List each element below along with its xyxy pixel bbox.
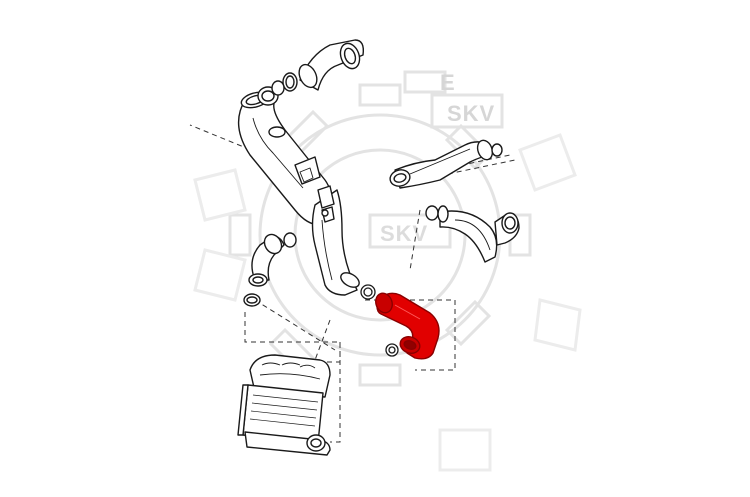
watermark-letter-e: E <box>440 70 456 95</box>
watermark-brand-top: SKV <box>447 101 495 126</box>
watermark-e-frame <box>403 70 447 94</box>
intercooler <box>237 354 331 456</box>
red-intercooler-hose[interactable] <box>373 291 440 360</box>
watermark <box>193 70 582 472</box>
watermark-top-box <box>430 93 504 129</box>
upper-right-hose <box>389 139 503 189</box>
main-y-pipe <box>237 86 360 296</box>
right-elbow-hose <box>425 205 520 263</box>
watermark-outer-gear-icon <box>193 133 582 472</box>
watermark-center-box <box>368 213 452 249</box>
clamp-rings <box>360 284 399 357</box>
left-hose <box>243 232 297 307</box>
watermark-gear-icon <box>228 83 532 387</box>
top-hose <box>271 39 365 96</box>
watermark-brand-center: SKV <box>380 221 428 246</box>
